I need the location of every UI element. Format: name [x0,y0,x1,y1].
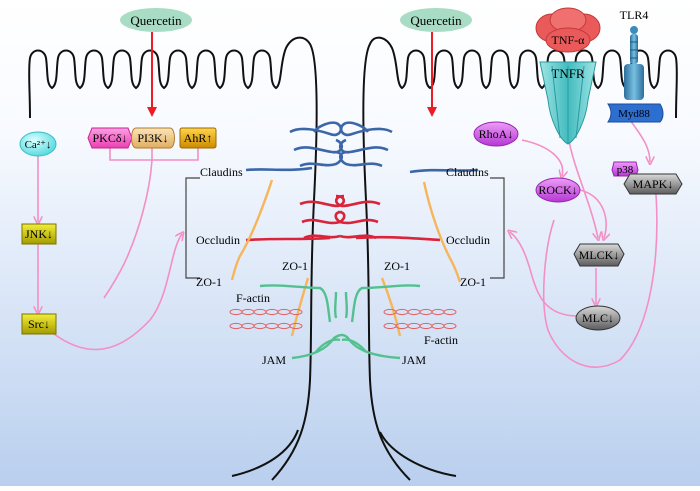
mapk-node: MAPK↓ [623,173,683,195]
jnk-label: JNK↓ [25,227,53,241]
ahr-label: AhR↑ [184,131,213,145]
factin-left-label: F-actin [236,291,270,305]
tlr4-receptor: TLR4 [620,8,649,100]
pi3k-node: PI3K↓ [131,127,175,149]
ca-label: Ca²⁺↓ [25,139,52,151]
pkc-node: PKCδ↓ [87,127,133,149]
myd88-adaptor: Myd88 [607,103,664,123]
zo1-left-outer-label: ZO-1 [196,275,222,289]
tnfr-receptor: TNFR [539,61,597,145]
factin-right [383,308,457,330]
zo1-left-inner-label: ZO-1 [282,259,308,273]
jnk-node: JNK↓ [21,223,57,245]
tnf-alpha-ligand: TNF-α [535,7,601,53]
quercetin-right-node: Quercetin [400,8,472,32]
jam-right-label: JAM [402,353,426,367]
mlc-node: MLC↓ [575,305,621,331]
jam-strands [259,284,421,360]
claudin-strands [245,121,479,174]
rock-label: ROCK↓ [538,183,577,197]
zo1-strands [230,179,462,337]
factin-left [229,308,303,330]
left-cell-membrane [28,36,318,481]
mlc-label: MLC↓ [582,311,614,325]
tnfr-label: TNFR [551,66,585,81]
tlr4-label: TLR4 [620,8,649,22]
quercetin-left-node: Quercetin [120,8,192,32]
mlck-label: MLCK↓ [579,248,620,262]
occludin-right-label: Occludin [446,233,490,247]
left-cell-base [231,429,299,477]
rhoa-label: RhoA↓ [479,127,514,141]
pkc-label: PKCδ↓ [93,131,128,145]
quercetin-left-label: Quercetin [130,13,182,28]
quercetin-right-label: Quercetin [410,13,462,28]
right-cell-base [379,431,457,477]
src-label: Src↓ [28,317,50,331]
mapk-label: MAPK↓ [633,177,674,191]
occludin-strands [245,194,441,242]
rock-node: ROCK↓ [535,177,581,203]
right-bracket [490,177,505,279]
zo1-right-outer-label: ZO-1 [460,275,486,289]
myd88-label: Myd88 [618,108,650,120]
tnf-alpha-label: TNF-α [552,33,586,47]
src-node: Src↓ [21,313,57,335]
claudins-right-label: Claudins [446,165,489,179]
pathway-connectors [38,119,658,368]
pi3k-label: PI3K↓ [137,131,168,145]
jam-left-label: JAM [262,353,286,367]
ahr-node: AhR↑ [179,127,217,149]
claudins-left-label: Claudins [200,165,243,179]
p38-label: p38 [617,164,634,176]
occludin-left-label: Occludin [196,233,240,247]
left-bracket [185,177,200,279]
ca-node: Ca²⁺↓ [19,131,57,157]
factin-right-label: F-actin [424,333,458,347]
mlck-node: MLCK↓ [573,243,625,267]
rhoa-node: RhoA↓ [473,121,519,147]
zo1-right-inner-label: ZO-1 [384,259,410,273]
